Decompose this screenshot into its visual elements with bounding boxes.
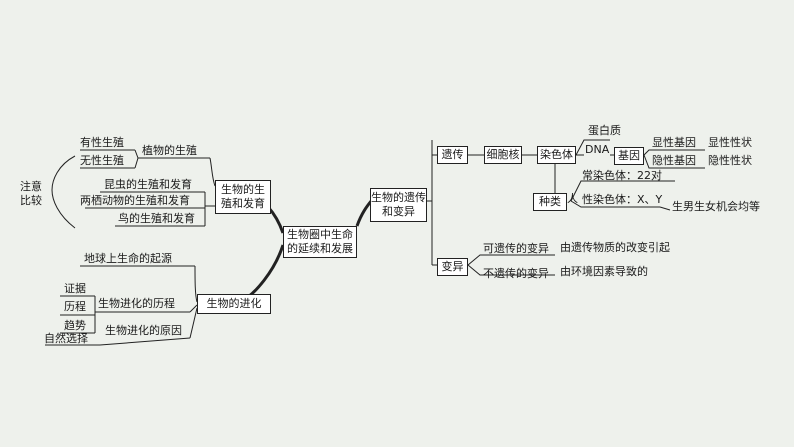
human-label: 人 [567,192,578,205]
center-topic-label: 生物圈中生命的延续和发展 [287,228,353,255]
evolution-topic: 生物的进化 [197,294,271,314]
insect-reproduction-label: 昆虫的生殖和发育 [104,178,192,191]
evolution-cause-label: 生物进化的原因 [105,324,182,337]
natural-selection-label: 自然选择 [44,332,88,345]
nucleus-box: 细胞核 [484,146,522,164]
autosome-label: 常染色体：22对 [582,169,662,182]
nonheritable-variation-label: 不遗传的变异 [483,267,549,280]
variation-box: 变异 [437,258,468,276]
bird-reproduction-label: 鸟的生殖和发育 [118,212,195,225]
asexual-reproduction-label: 无性生殖 [80,154,124,167]
gene-label: 基因 [618,149,640,162]
plant-reproduction-label: 植物的生殖 [142,144,197,157]
protein-label: 蛋白质 [588,124,621,137]
gene-box: 基因 [614,147,644,165]
trend-label: 趋势 [64,319,86,332]
chromosome-box: 染色体 [537,146,576,164]
reproduction-topic-label: 生物的生殖和发育 [221,183,265,210]
reproduction-topic: 生物的生殖和发育 [215,180,271,214]
heredity-label: 遗传 [441,148,464,161]
center-topic: 生物圈中生命的延续和发展 [283,226,357,258]
dominant-trait-label: 显性性状 [708,136,752,149]
variation-label: 变异 [441,260,464,273]
heredity-topic: 生物的遗传和变异 [370,188,427,222]
dominant-gene-label: 显性基因 [652,136,696,149]
recessive-gene-label: 隐性基因 [652,154,696,167]
evolution-process-label: 生物进化的历程 [98,297,175,310]
origin-of-life-label: 地球上生命的起源 [84,252,172,265]
heritable-cause-label: 由遗传物质的改变引起 [560,241,670,254]
sex-chromosome-label: 性染色体：X、Y [582,193,663,206]
sexual-reproduction-label: 有性生殖 [80,136,124,149]
recessive-trait-label: 隐性性状 [708,154,752,167]
heredity-box: 遗传 [437,146,468,164]
nucleus-label: 细胞核 [486,148,520,161]
types-label: 种类 [539,195,561,208]
dna-label: DNA [585,143,610,156]
evolution-topic-label: 生物的进化 [206,297,262,310]
evidence-label: 证据 [64,282,86,295]
types-box: 种类 [533,193,567,211]
note-compare-label: 注意比较 [20,180,42,207]
chromosome-label: 染色体 [540,148,573,161]
history-label: 历程 [64,300,86,313]
heredity-topic-label: 生物的遗传和变异 [371,191,426,218]
sex-ratio-label: 生男生女机会均等 [672,200,760,213]
amphibian-reproduction-label: 两栖动物的生殖和发育 [80,194,190,207]
heritable-variation-label: 可遗传的变异 [483,242,549,255]
nonheritable-cause-label: 由环境因素导致的 [560,265,648,278]
